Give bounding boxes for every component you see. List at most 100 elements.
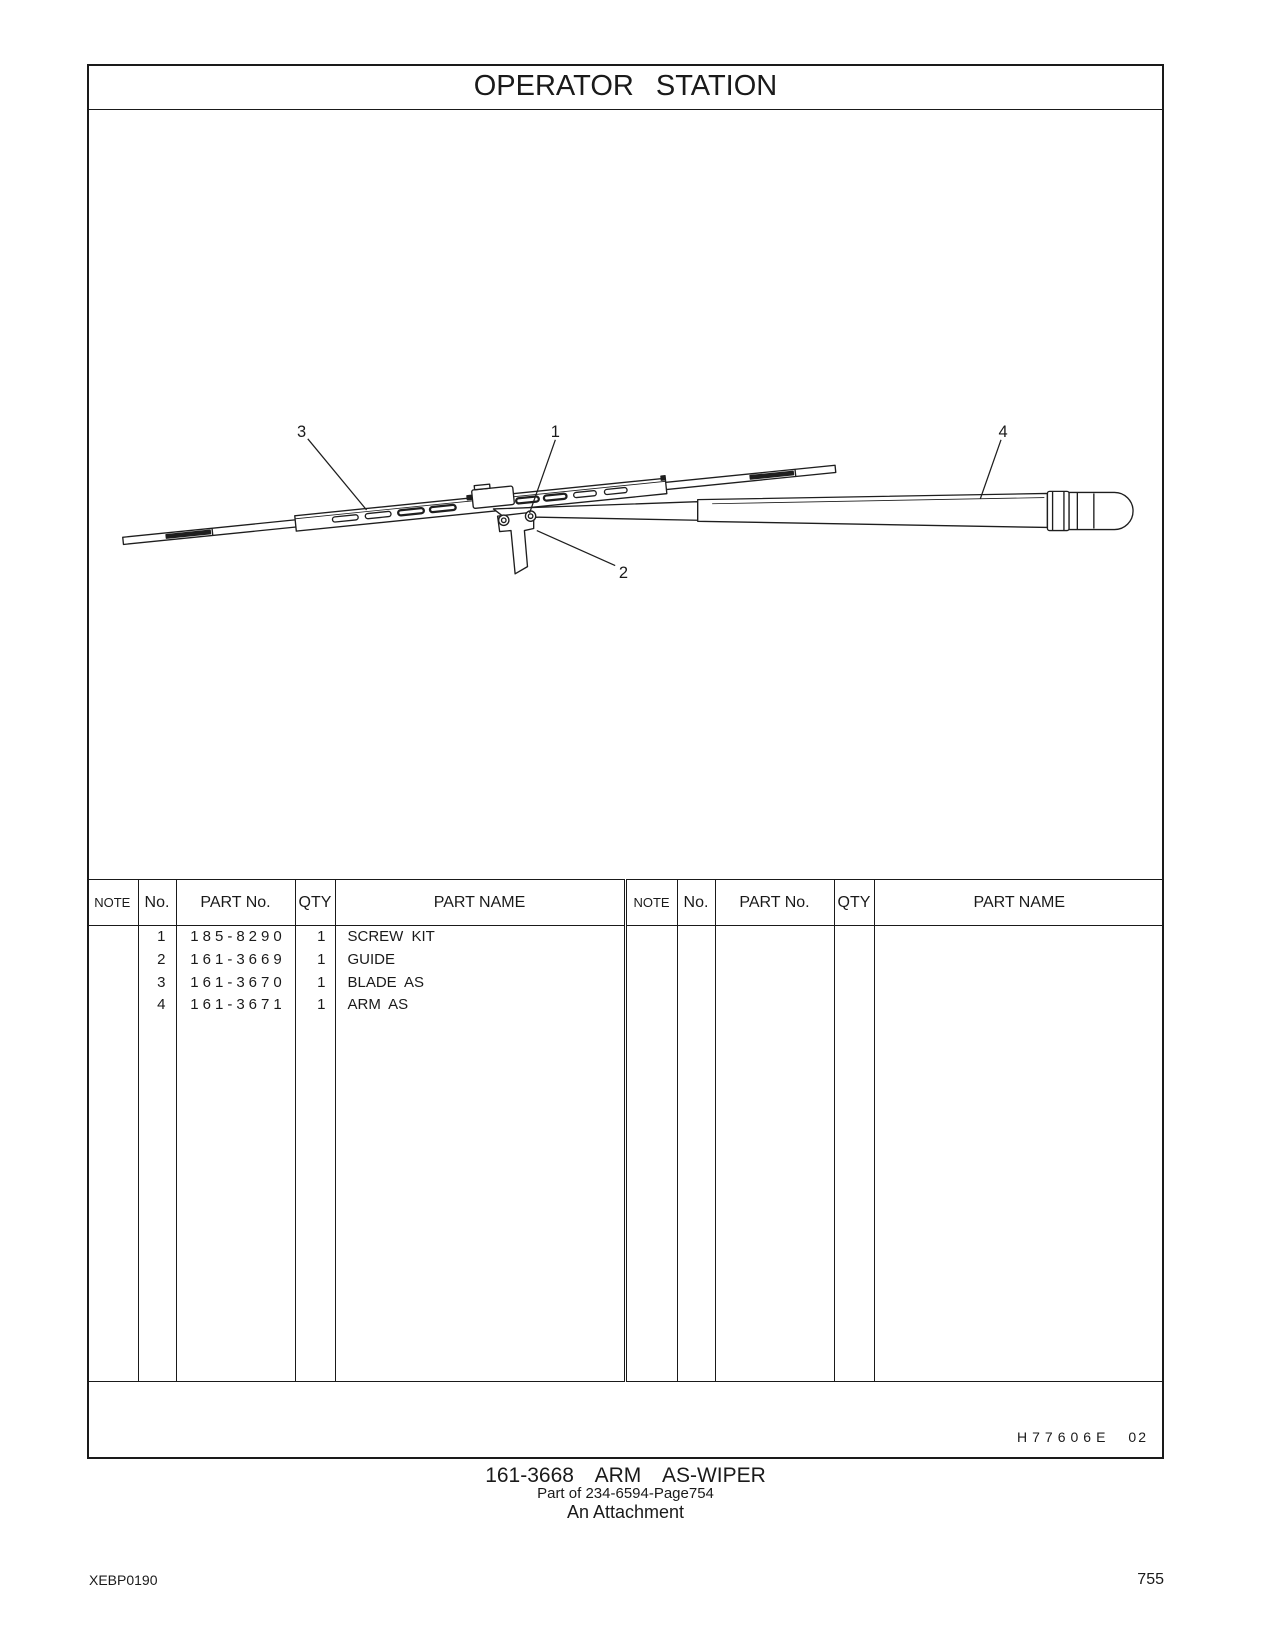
empty-cell [625, 1016, 678, 1382]
blade-slot [428, 503, 457, 514]
clip-tab [473, 483, 491, 491]
note-cell [87, 948, 139, 972]
figure-code: H77606E 02 [1017, 1427, 1148, 1447]
header-qty: QTY [834, 879, 875, 926]
item-number [677, 994, 716, 1017]
part-name: ARM AS [335, 994, 627, 1017]
wiper-arm-drawing: 3 1 4 2 [122, 423, 1134, 582]
quantity: 1 [295, 971, 336, 995]
arm-head [1068, 491, 1134, 531]
quantity [834, 948, 875, 972]
blade-frame-end-mark [660, 475, 667, 481]
callout-leaders [307, 438, 1002, 567]
header-no: No. [138, 879, 177, 926]
quantity [834, 925, 875, 949]
callout-1-label: 1 [551, 423, 560, 441]
blade-clip [471, 483, 515, 510]
note-cell [625, 994, 678, 1017]
note-cell [625, 971, 678, 995]
note-cell [87, 971, 139, 995]
table-header-row: NOTE No. PART No. QTY PART NAME NOTE No.… [87, 879, 1164, 926]
blade-insert-stop [794, 469, 797, 477]
quantity: 1 [295, 948, 336, 972]
blade-slot [572, 490, 597, 499]
part-name [874, 971, 1164, 994]
page-frame [87, 64, 1164, 1459]
callout-1-leader [528, 439, 556, 514]
part-name: GUIDE [335, 948, 627, 972]
title-bar: OPERATOR STATION [87, 64, 1164, 110]
assembly-reference: Part of 234-6594-Page754 [537, 1485, 714, 1502]
illustration-revision: 02 [1128, 1429, 1148, 1445]
arm-collar [1046, 490, 1070, 532]
part-number: 161-3671 [176, 994, 296, 1017]
blade-insert-stop [211, 528, 214, 536]
note-cell [87, 925, 139, 949]
header-part-no: PART No. [715, 879, 835, 926]
page-title: OPERATOR STATION [473, 70, 778, 102]
item-number [677, 971, 716, 995]
blade-slot [397, 507, 425, 517]
item-number: 3 [138, 971, 177, 995]
header-no: No. [677, 879, 716, 926]
part-number [715, 971, 835, 995]
empty-cell [834, 1016, 875, 1382]
part-number [715, 994, 835, 1017]
screw-recess [527, 513, 534, 520]
quantity [834, 994, 875, 1017]
empty-cell [715, 1016, 835, 1382]
table-row: 2 161-3669 1 GUIDE [87, 948, 1164, 972]
screw-recess [500, 517, 507, 524]
empty-cell [295, 1016, 336, 1382]
blade-insert-right [749, 470, 795, 480]
table-row: 4 161-3671 1 ARM AS [87, 994, 1164, 1017]
header-part-name: PART NAME [335, 879, 627, 926]
part-name [874, 994, 1164, 1017]
quantity: 1 [295, 925, 336, 949]
quantity [834, 971, 875, 995]
callout-4-leader [979, 439, 1002, 499]
empty-cell [87, 1016, 139, 1382]
blade-slot [542, 492, 568, 502]
guide-bracket [496, 510, 537, 575]
clip-body [471, 485, 515, 510]
callout-3-leader [307, 438, 368, 511]
item-number: 1 [138, 925, 177, 949]
callout-4-label: 4 [998, 423, 1007, 441]
blade-slot [331, 514, 359, 523]
blade-frame-end-mark [466, 494, 473, 501]
part-number [715, 925, 835, 949]
part-name [874, 926, 1164, 949]
note-cell [625, 948, 678, 972]
blade-slot [364, 510, 392, 520]
blade-insert-left [165, 529, 212, 539]
callout-2-leader [536, 529, 616, 567]
wiper-arm [492, 490, 1134, 532]
header-part-no: PART No. [176, 879, 296, 926]
part-number: 161-3669 [176, 948, 296, 972]
part-name: SCREW KIT [335, 925, 627, 949]
header-qty: QTY [295, 879, 336, 926]
page-number: 755 [1137, 1571, 1164, 1588]
part-number: 161-3670 [176, 971, 296, 995]
item-number: 4 [138, 994, 177, 1017]
table-row: 1 185-8290 1 SCREW KIT [87, 925, 1164, 949]
document-id: XEBP0190 [89, 1572, 158, 1588]
callout-3-label: 3 [297, 423, 306, 441]
empty-cell [176, 1016, 296, 1382]
header-note: NOTE [625, 879, 678, 926]
empty-cell [677, 1016, 716, 1382]
table-row: 3 161-3670 1 BLADE AS [87, 971, 1164, 995]
assembly-title: 161-3668 ARM AS-WIPER [485, 1464, 766, 1487]
parts-list-table: NOTE No. PART No. QTY PART NAME NOTE No.… [87, 879, 1164, 1382]
item-number: 2 [138, 948, 177, 972]
note-cell [625, 925, 678, 949]
header-part-name: PART NAME [874, 879, 1164, 926]
illustration-code: H77606E [1017, 1429, 1111, 1445]
part-number: 185-8290 [176, 925, 296, 949]
quantity: 1 [295, 994, 336, 1017]
empty-cell [874, 1016, 1164, 1382]
table-filler-row [87, 1016, 1164, 1382]
empty-cell [138, 1016, 177, 1382]
